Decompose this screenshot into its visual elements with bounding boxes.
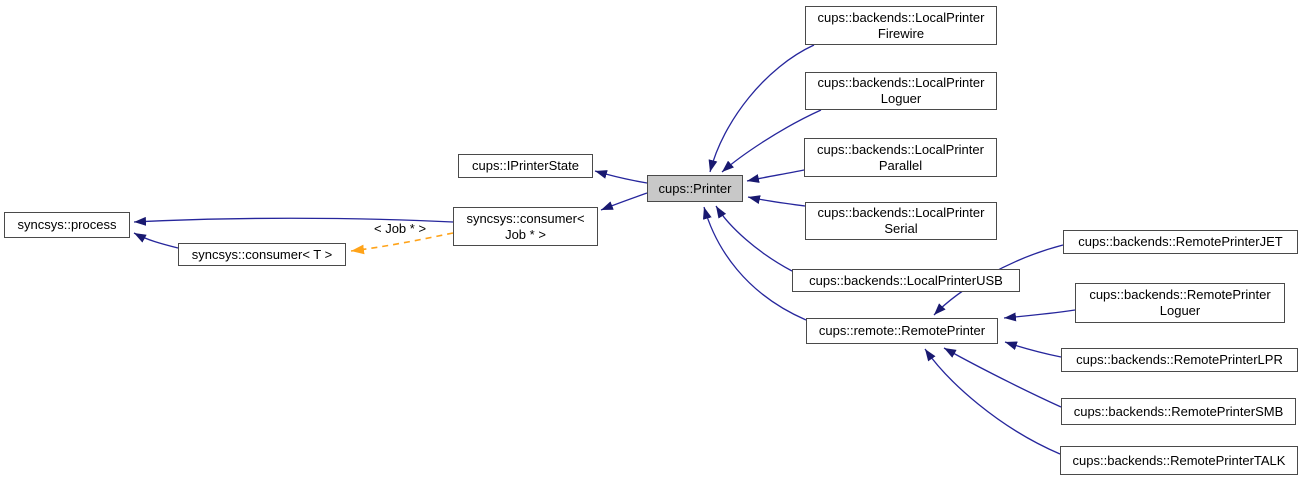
node-cups-printer[interactable]: cups::Printer xyxy=(647,175,743,202)
node-syncsys-consumer-t[interactable]: syncsys::consumer< T > xyxy=(178,243,346,266)
node-remoteprinter-loguer[interactable]: cups::backends::RemotePrinter Loguer xyxy=(1075,283,1285,323)
edge-remoteprinter-to-printer xyxy=(702,206,807,321)
edge-localprinter-parallel-to-printer xyxy=(746,169,805,183)
node-cups-iprinterstate[interactable]: cups::IPrinterState xyxy=(458,154,593,178)
edge-consumer-job-to-consumer-t-template xyxy=(350,232,454,255)
edge-remoteprinter-talk-to-remoteprinter xyxy=(924,348,1061,455)
edge-remoteprinter-loguer-to-remoteprinter xyxy=(1003,309,1076,322)
node-localprinter-parallel[interactable]: cups::backends::LocalPrinter Parallel xyxy=(804,138,997,177)
edge-localprinter-usb-to-printer xyxy=(715,205,793,272)
template-edge-label: < Job * > xyxy=(374,221,427,236)
node-remoteprinter[interactable]: cups::remote::RemotePrinter xyxy=(806,318,998,344)
node-syncsys-consumer-job[interactable]: syncsys::consumer< Job * > xyxy=(453,207,598,246)
node-syncsys-process[interactable]: syncsys::process xyxy=(4,212,130,238)
edge-localprinter-firewire-to-printer xyxy=(708,44,815,173)
edge-remoteprinter-smb-to-remoteprinter xyxy=(943,347,1062,408)
edge-printer-to-consumer-job xyxy=(600,192,648,211)
node-remoteprinter-talk[interactable]: cups::backends::RemotePrinterTALK xyxy=(1060,446,1298,475)
node-remoteprinter-lpr[interactable]: cups::backends::RemotePrinterLPR xyxy=(1061,348,1298,372)
node-localprinter-loguer[interactable]: cups::backends::LocalPrinter Loguer xyxy=(805,72,997,110)
node-remoteprinter-jet[interactable]: cups::backends::RemotePrinterJET xyxy=(1063,230,1298,254)
edge-localprinter-serial-to-printer xyxy=(747,195,806,207)
edge-printer-to-iprinterstate xyxy=(594,170,648,184)
node-remoteprinter-smb[interactable]: cups::backends::RemotePrinterSMB xyxy=(1061,398,1296,425)
edge-localprinter-loguer-to-printer xyxy=(721,109,822,173)
edge-consumer-job-to-process xyxy=(133,216,454,226)
edge-consumer-t-to-process xyxy=(133,232,179,249)
node-localprinter-firewire[interactable]: cups::backends::LocalPrinter Firewire xyxy=(805,6,997,45)
edge-remoteprinter-lpr-to-remoteprinter xyxy=(1004,341,1062,358)
node-localprinter-serial[interactable]: cups::backends::LocalPrinter Serial xyxy=(805,202,997,240)
node-localprinter-usb[interactable]: cups::backends::LocalPrinterUSB xyxy=(792,269,1020,292)
